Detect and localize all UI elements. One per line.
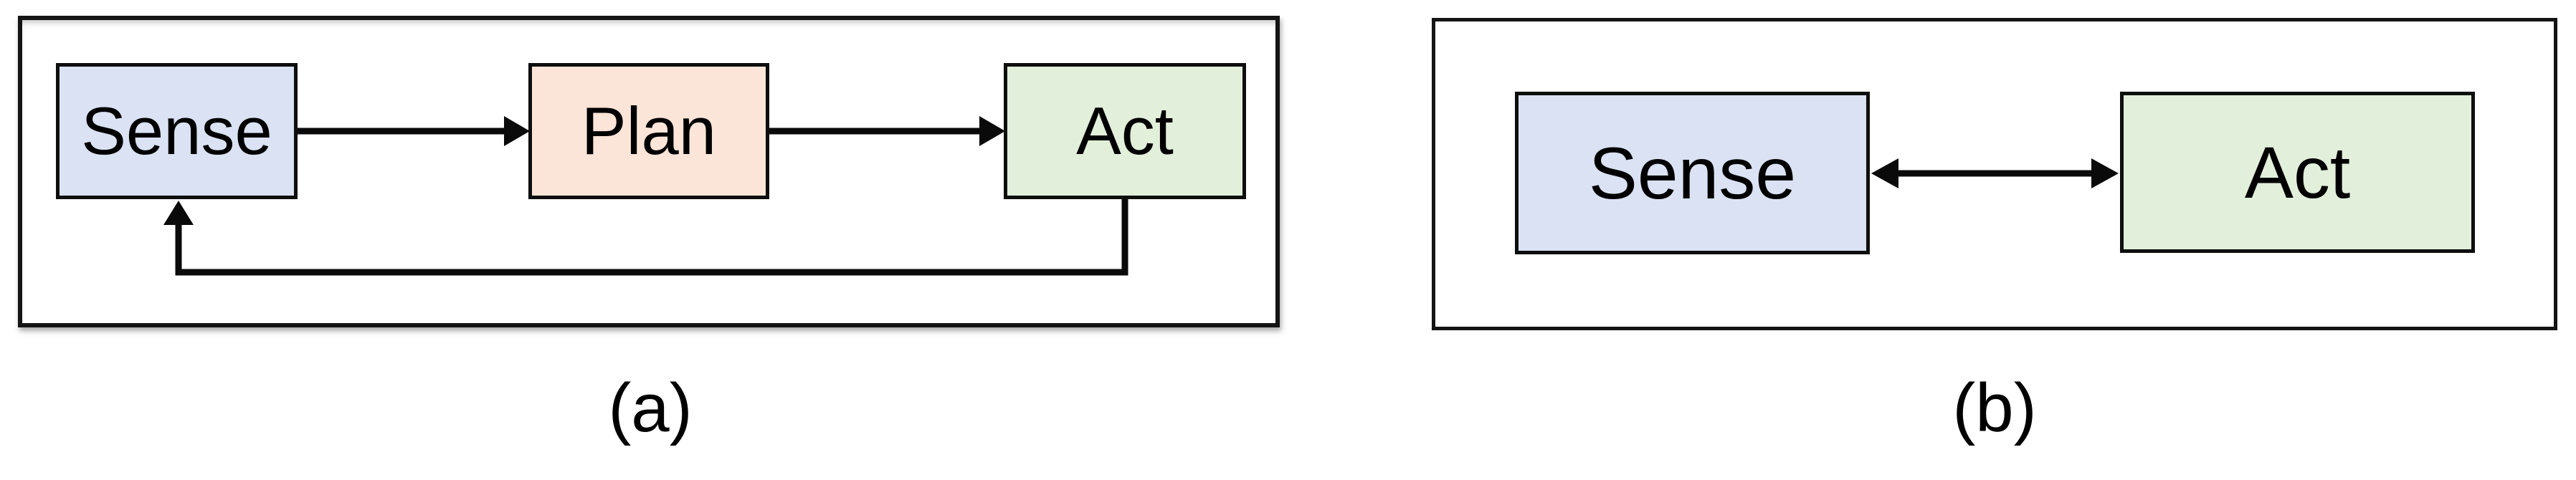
panel-b-box-sense-label: Sense [1588,132,1797,214]
panel-b-box-sense: Sense [1515,92,1870,254]
panel-a-box-plan-label: Plan [581,93,717,168]
panel-a-caption: (a) [608,370,693,446]
panel-a-box-act-label: Act [1076,93,1174,168]
panel-b-box-act: Act [2120,92,2475,253]
panel-a-box-plan: Plan [528,63,769,199]
panel-a-box-act: Act [1004,63,1246,199]
panel-a-box-sense: Sense [56,63,298,199]
panel-b-box-act-label: Act [2244,131,2351,213]
panel-a-box-sense-label: Sense [81,93,272,168]
panel-b-caption: (b) [1952,370,2037,446]
